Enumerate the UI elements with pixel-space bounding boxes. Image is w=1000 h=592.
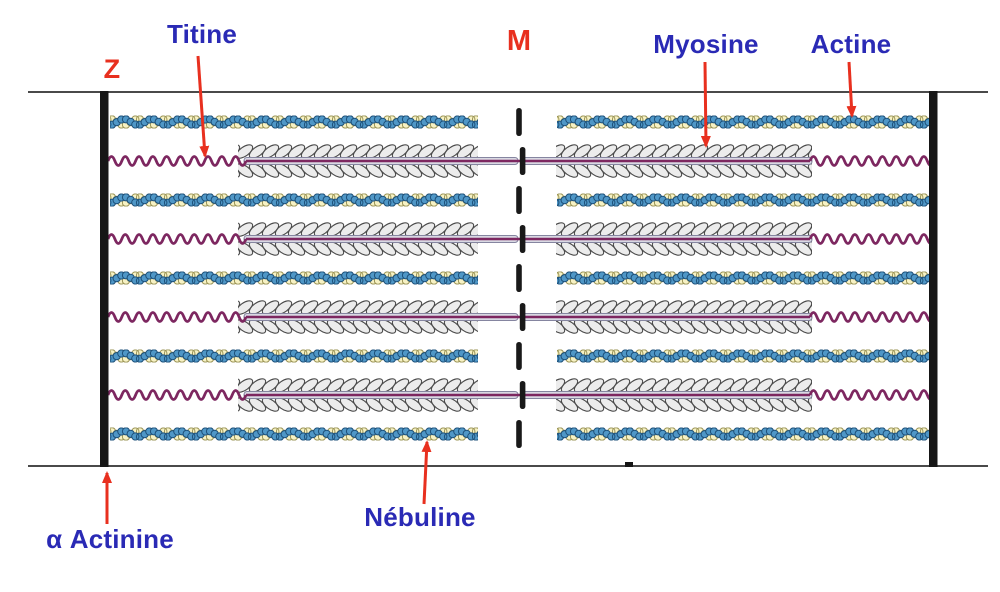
titin-wave-right — [808, 311, 936, 323]
label-myosine: Myosine — [653, 29, 759, 59]
z-disc-right — [929, 91, 938, 467]
actin-filaments — [110, 115, 930, 441]
actin-row — [110, 349, 478, 363]
actin-row — [110, 271, 478, 285]
annotation-arrows — [102, 55, 857, 524]
titin-wave-left — [106, 233, 248, 245]
myosin-row — [106, 297, 936, 337]
arrow-myosine — [700, 61, 711, 148]
label-alpha-actinine: α Actinine — [46, 524, 174, 554]
actin-row — [557, 271, 930, 285]
myosin-row — [106, 141, 936, 181]
label-m-line: M — [506, 25, 532, 57]
tick-mark — [625, 462, 633, 467]
label-titine: Titine — [166, 19, 238, 49]
actin-row — [557, 115, 930, 129]
titin-wave-left — [106, 311, 248, 323]
actin-row — [557, 427, 930, 441]
m-line — [516, 108, 526, 448]
label-actine: Actine — [810, 29, 892, 59]
titin-wave-left — [106, 389, 248, 401]
arrow-titine — [196, 55, 210, 158]
actin-row — [110, 115, 478, 129]
label-z-line: Z — [103, 54, 121, 84]
titin-wave-right — [808, 389, 936, 401]
z-disc-left — [100, 91, 109, 467]
myosin-row — [106, 375, 936, 415]
arrow-actine — [846, 61, 857, 118]
myosin-row — [106, 219, 936, 259]
label-nebuline: Nébuline — [364, 502, 476, 532]
titin-wave-right — [808, 155, 936, 167]
actin-row — [110, 193, 478, 207]
titin-wave-left — [106, 155, 248, 167]
boundary-lines — [28, 91, 988, 467]
actin-row — [557, 193, 930, 207]
titin-wave-right — [808, 233, 936, 245]
actin-row — [557, 349, 930, 363]
arrow-nebuline — [421, 440, 432, 505]
actin-row — [110, 427, 478, 441]
